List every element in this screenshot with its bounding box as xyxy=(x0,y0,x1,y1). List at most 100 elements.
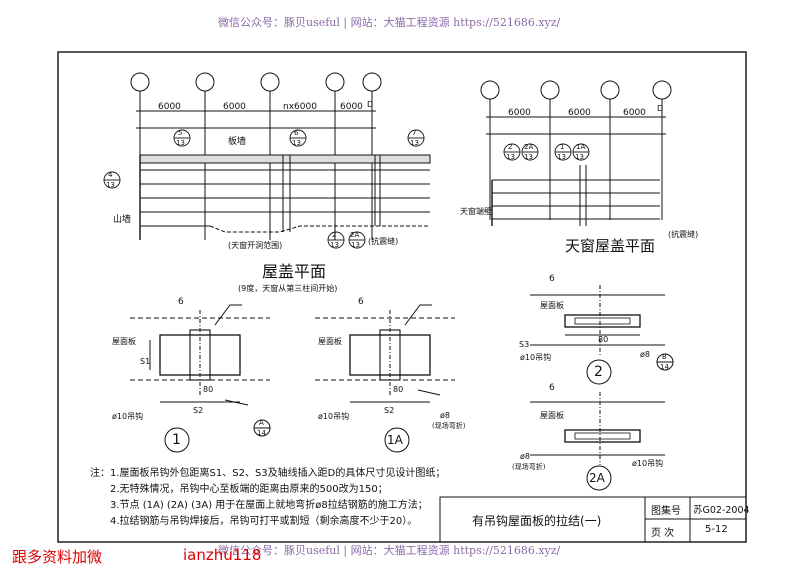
detail-1a-roof: 屋面板 xyxy=(318,337,342,346)
notes-line-4: 4.拉结钢筋与吊钩焊接后，吊钩可打平或割短（剩余高度不少于20）。 xyxy=(110,516,418,527)
detail-2-bar: ø8 xyxy=(640,350,650,359)
detail-2-drawing xyxy=(530,285,665,355)
plan1-callout-5-bottom: 13 xyxy=(176,139,185,147)
detail-1a-bar: ø8 xyxy=(440,411,450,420)
watermark-top: 微信公众号：豚贝useful | 网站：大猫工程资源 https://52168… xyxy=(218,16,561,29)
detail-2a-label-circle xyxy=(586,465,612,491)
plan1-callout-7-top: 7 xyxy=(412,129,417,137)
plan1-axis-end: D xyxy=(367,100,374,109)
plan2-callout-circles xyxy=(503,143,590,161)
detail-1a-site: (现场弯折) xyxy=(432,422,466,430)
notes: 注：1.屋面板吊钩外包距离S1、S2、S3及轴线插入距D的具体尺寸见设计图纸； … xyxy=(90,466,445,530)
detail-1-label-circle xyxy=(164,427,190,453)
detail-2a-hook: ø10吊钩 xyxy=(632,459,664,468)
promo-left: 跟多资料加微 xyxy=(12,548,103,566)
notes-line-2: 2.无特殊情况，吊钩中心至板端的距离由原来的500改为150； xyxy=(110,484,388,495)
plan2-span-1: 6000 xyxy=(508,108,531,118)
detail-1a-label: 1A xyxy=(387,433,403,447)
detail-2-weld: 6 xyxy=(549,274,555,284)
plan1-callout-2-bottom: 13 xyxy=(330,241,339,249)
plan2-callout-1-bottom: 13 xyxy=(557,153,566,161)
watermark-bottom: 微信公众号：豚贝useful | 网站：大猫工程资源 https://52168… xyxy=(218,544,561,557)
plan1-label-shanqiang: 山墙 xyxy=(113,215,132,225)
plan2-span-3: 6000 xyxy=(623,108,646,118)
detail-2-s3: S3 xyxy=(519,340,530,349)
detail-2-ref-bottom: 14 xyxy=(660,363,669,371)
plan2-title: 天窗屋盖平面 xyxy=(565,237,656,255)
detail-1a-drawing xyxy=(315,304,455,403)
plan2-span-2: 6000 xyxy=(568,108,591,118)
title-block-title: 有吊钩屋面板的拉结(一) xyxy=(472,514,602,528)
plan1-callout-5-top: 5 xyxy=(178,129,183,137)
plan2-callout-2-bottom: 13 xyxy=(506,153,515,161)
plan2-label-zhendong: (抗震缝) xyxy=(668,230,699,239)
plan1-label-tianchuang: (天窗开洞范围) xyxy=(228,241,283,250)
plan1-span-4: 6000 xyxy=(340,102,363,112)
detail-2a-weld: 6 xyxy=(549,383,555,393)
plan2-callout-2a-bottom: 13 xyxy=(524,153,533,161)
plan1-callout-circles xyxy=(103,129,425,249)
title-block-atlas-label: 图集号 xyxy=(651,506,681,517)
detail-1a-weld: 6 xyxy=(358,297,364,307)
plan1-span-1: 6000 xyxy=(158,102,181,112)
plan1-roof xyxy=(139,154,431,240)
notes-line-3: 3.节点 (1A) (2A) (3A) 用于在屋面上就地弯折ø8拉结钢筋的施工方… xyxy=(110,500,428,511)
detail-2-hook: ø10吊钩 xyxy=(520,353,552,362)
title-block-atlas-value: 苏G02-2004 xyxy=(693,505,750,516)
plan1-callout-2a-bottom: 13 xyxy=(351,241,360,249)
notes-line-1: 1.屋面板吊钩外包距离S1、S2、S3及轴线插入距D的具体尺寸见设计图纸； xyxy=(110,468,446,479)
title-block-page-value: 5-12 xyxy=(705,524,728,535)
detail-1-ref-top: A xyxy=(259,419,264,427)
plan1-span-3: nx6000 xyxy=(283,102,317,112)
detail-1a-s2: S2 xyxy=(384,406,395,415)
plan1-callout-7-bottom: 13 xyxy=(410,139,419,147)
plan2-callout-1a-top: 1A xyxy=(576,143,586,151)
detail-1-s2: S2 xyxy=(193,406,204,415)
plan1-callout-6-bottom: 13 xyxy=(292,139,301,147)
plan1-callout-4-bottom: 13 xyxy=(106,181,115,189)
detail-2a-label: 2A xyxy=(589,471,605,485)
plan2-grid xyxy=(480,80,672,220)
plan1-callout-2a-top: 2A xyxy=(350,231,360,239)
detail-2-label-circle xyxy=(586,359,612,385)
notes-heading: 注： xyxy=(90,468,110,479)
detail-1-roof: 屋面板 xyxy=(112,337,136,346)
promo-right: ianzhu118 xyxy=(183,546,262,564)
title-block xyxy=(439,496,747,543)
detail-2-dim: 80 xyxy=(598,335,609,344)
plan1-callout-2-top: 2 xyxy=(332,231,337,239)
plan1-subtitle: (9度，天窗从第三柱间开始) xyxy=(238,284,338,293)
plan1-span-2: 6000 xyxy=(223,102,246,112)
detail-1-drawing xyxy=(130,304,270,406)
plan1-callout-6-top: 6 xyxy=(294,129,299,137)
plan1-title: 屋盖平面 xyxy=(262,262,327,281)
detail-1-dim: 80 xyxy=(203,385,214,394)
plan1-callout-4-top: 4 xyxy=(108,171,113,179)
plan2-callout-2a-top: 2A xyxy=(524,143,534,151)
detail-1a-label-circle xyxy=(384,427,410,453)
detail-2a-drawing xyxy=(530,392,665,465)
detail-1-hook: ø10吊钩 xyxy=(112,412,144,421)
plan2-label-duanbi: 天窗端壁 xyxy=(460,207,492,216)
plan2-roof xyxy=(491,165,660,226)
detail-2a-site: (现场弯折) xyxy=(512,463,546,471)
detail-1a-dim: 80 xyxy=(393,385,404,394)
plan2-axis-end: D xyxy=(657,104,664,113)
detail-1a-hook: ø10吊钩 xyxy=(318,412,350,421)
detail-1-weld: 6 xyxy=(178,297,184,307)
sheet-frame xyxy=(57,51,747,543)
detail-2-ref-top: B xyxy=(662,353,667,361)
detail-2a-roof: 屋面板 xyxy=(540,411,564,420)
plan1-label-zhendong: (抗震缝) xyxy=(368,237,399,246)
detail-2-roof: 屋面板 xyxy=(540,301,564,310)
detail-1-s1: S1 xyxy=(140,357,151,366)
plan2-callout-1a-bottom: 13 xyxy=(575,153,584,161)
detail-1-label: 1 xyxy=(172,432,181,448)
detail-2-label: 2 xyxy=(594,364,603,380)
detail-1-ref-bottom: 14 xyxy=(257,429,266,437)
plan2-callout-1-top: 1 xyxy=(560,143,565,151)
title-block-page-label: 页 次 xyxy=(651,528,675,539)
plan2-callout-2-top: 2 xyxy=(508,143,513,151)
